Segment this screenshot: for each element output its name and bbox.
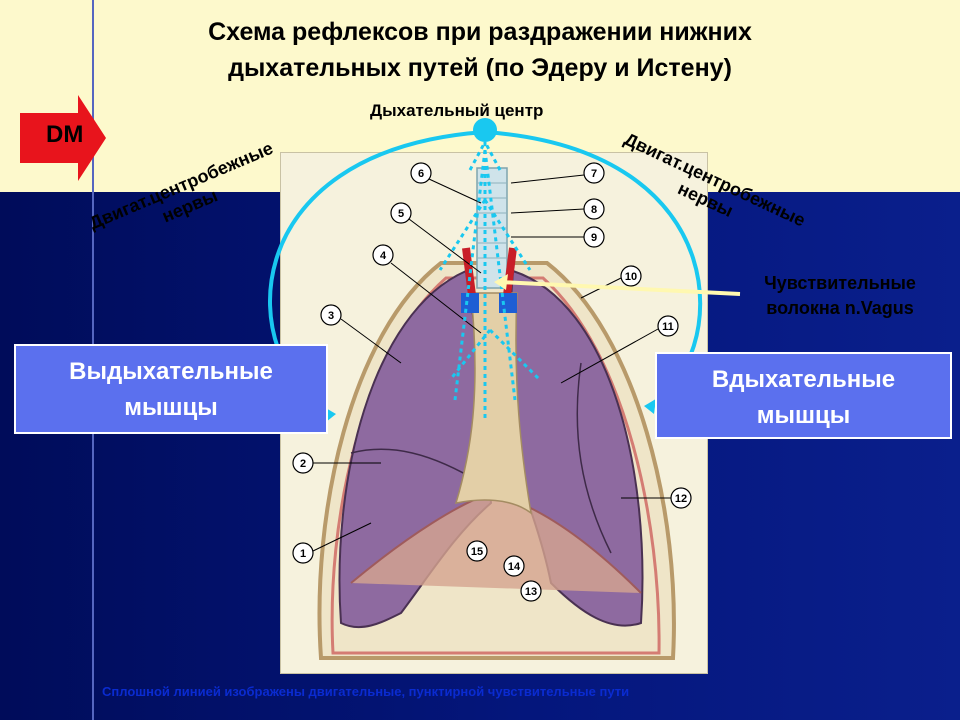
callout-9: 9: [591, 232, 597, 244]
arrow-badge-icon: [20, 95, 106, 181]
dm-badge[interactable]: DM: [20, 95, 106, 181]
callout-14: 14: [508, 561, 521, 573]
lungs-illustration: 1 2 3 4 5 6 7 8 9 10 11 12 13 14 15: [292, 162, 692, 660]
sensory-fibers-line-2: волокна n.Vagus: [766, 298, 914, 318]
inspiratory-line-2: мышцы: [756, 402, 851, 429]
callout-7: 7: [591, 168, 597, 180]
right-arrowhead-icon: [644, 399, 656, 414]
footnote: Сплошной линией изображены двигательные,…: [102, 684, 630, 699]
vagus-pointer-line: [499, 280, 741, 296]
vagus-pointer-arrow-icon: [494, 274, 508, 290]
callout-1: 1: [300, 548, 306, 560]
dm-badge-label: DM: [46, 121, 84, 148]
inspiratory-muscles-box[interactable]: Вдыхательные мышцы: [655, 352, 952, 439]
respiratory-center-node: [473, 118, 497, 142]
callout-6: 6: [418, 168, 424, 180]
callout-8: 8: [591, 204, 597, 216]
slide-title-line-1: Схема рефлексов при раздражении нижних: [208, 18, 752, 46]
sensory-fibers-label: Чувствительные волокна n.Vagus: [740, 271, 940, 321]
inspiratory-line-1: Вдыхательные: [711, 366, 896, 393]
callout-4: 4: [380, 250, 387, 262]
callout-15: 15: [471, 546, 483, 558]
callout-2: 2: [300, 458, 306, 470]
expiratory-muscles-box[interactable]: Выдыхательные мышцы: [14, 344, 328, 434]
callout-13: 13: [525, 586, 537, 598]
callout-11: 11: [662, 321, 674, 333]
expiratory-line-1: Выдыхательные: [69, 358, 273, 385]
callout-10: 10: [625, 271, 637, 283]
slide-title-line-2: дыхательных путей (по Эдеру и Истену): [228, 54, 732, 82]
slide-title: Схема рефлексов при раздражении нижних д…: [110, 14, 850, 86]
sensory-pathways: [438, 141, 542, 420]
callout-5: 5: [398, 208, 404, 220]
sensory-fibers-line-1: Чувствительные: [764, 273, 916, 293]
callout-3: 3: [328, 310, 334, 322]
callout-12: 12: [675, 493, 687, 505]
expiratory-line-2: мышцы: [124, 394, 218, 421]
respiratory-center-label: Дыхательный центр: [370, 101, 544, 120]
